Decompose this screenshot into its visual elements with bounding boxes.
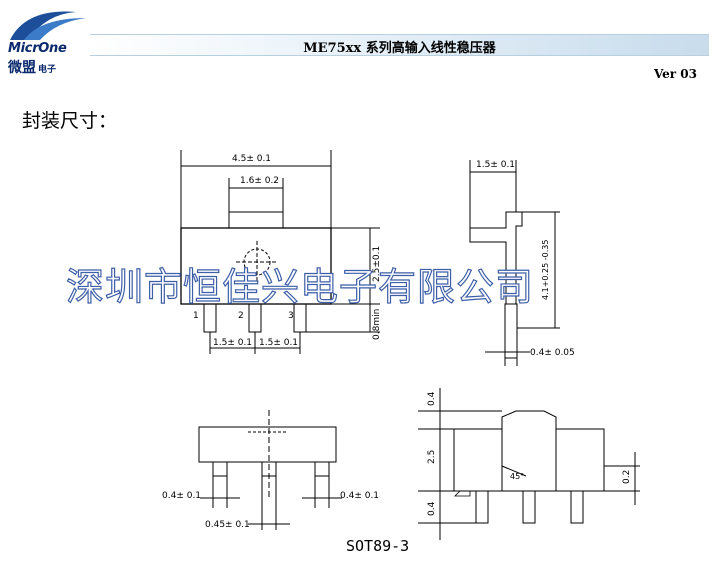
logo-cn-main: 微盟 xyxy=(8,60,36,76)
header-bar: ME75xx 系列高输入线性稳压器 xyxy=(90,34,709,56)
dim-angle: 45° xyxy=(510,472,524,481)
pin-2-label: 2 xyxy=(238,311,244,321)
dim-v-mid: 2.5 xyxy=(427,450,437,464)
dim-v-bottom: 0.4 xyxy=(427,501,437,516)
watermark-text: 深圳市恒佳兴电子有限公司 xyxy=(65,264,535,309)
logo-text: MicrOne xyxy=(8,41,67,56)
dim-v-top: 0.4 xyxy=(427,391,437,406)
side-view xyxy=(469,160,560,366)
pin-3-label: 3 xyxy=(288,311,294,321)
dim-lead-w-left: 0.4± 0.1 xyxy=(162,491,201,501)
dim-width-total: 4.5± 0.1 xyxy=(232,154,271,164)
version-label: Ver 03 xyxy=(653,67,697,81)
logo-cn-sub: 电子 xyxy=(38,65,57,75)
dim-lead-w-right: 0.4± 0.1 xyxy=(340,491,379,501)
pin-1-label: 1 xyxy=(193,311,199,321)
microne-logo: MicrOne 微盟电子 xyxy=(6,4,92,77)
logo-cn: 微盟电子 xyxy=(8,57,56,77)
dim-body-height: 2.5±0.1 xyxy=(372,246,382,282)
dim-lead-min: 0.8min xyxy=(372,309,382,340)
dim-lead-w-mid: 0.45± 0.1 xyxy=(205,520,250,530)
page-title: ME75xx 系列高输入线性稳压器 xyxy=(303,41,496,56)
package-name: SOT89-3 xyxy=(346,537,410,555)
dim-pitch-left: 1.5± 0.1 xyxy=(213,338,252,348)
dim-lead-thickness: 0.4± 0.05 xyxy=(530,348,575,358)
dim-tab-width: 1.6± 0.2 xyxy=(240,176,279,186)
right-bottom-view xyxy=(418,388,640,540)
dim-pitch-right: 1.5± 0.1 xyxy=(259,338,298,348)
section-title: 封装尺寸： xyxy=(22,110,118,132)
top-view xyxy=(180,150,380,354)
dim-v-right: 0.2 xyxy=(622,470,632,484)
dim-side-height: 4.1+0.25 -0.35 xyxy=(541,240,550,300)
dim-side-top: 1.5± 0.1 xyxy=(476,160,515,170)
bottom-view xyxy=(198,410,342,530)
logo-swoosh-icon xyxy=(10,11,86,40)
